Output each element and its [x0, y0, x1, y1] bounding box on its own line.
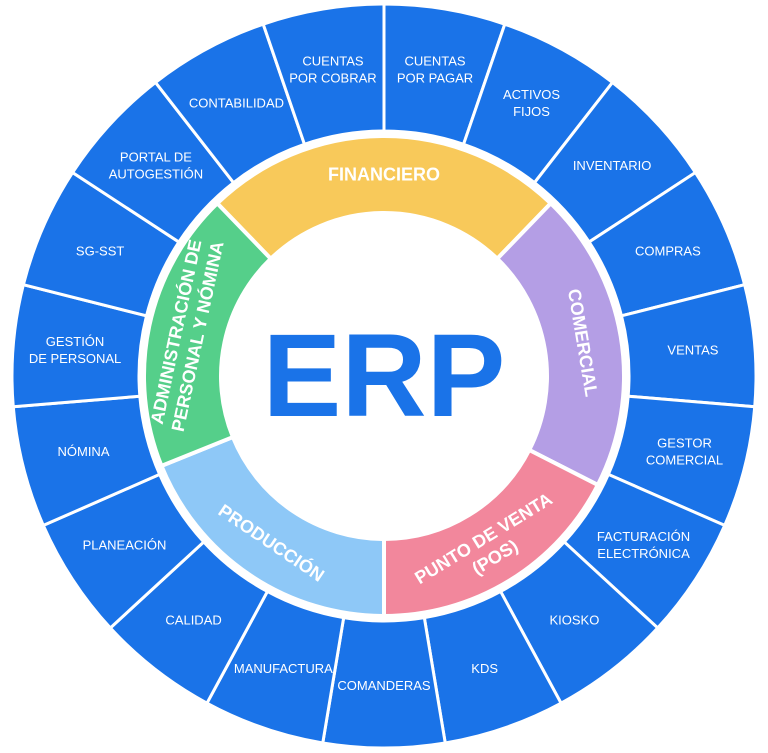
outer-label-line: CUENTAS — [302, 54, 363, 69]
outer-label-line: DE PERSONAL — [29, 351, 121, 366]
outer-label-line: COMANDERAS — [337, 678, 431, 693]
outer-label-line: PLANEACIÓN — [83, 538, 167, 553]
center-title: ERP — [263, 310, 506, 442]
outer-label-line: ELECTRÓNICA — [597, 546, 690, 561]
outer-label-comanderas: COMANDERAS — [337, 678, 431, 693]
outer-label-kiosko: KIOSKO — [549, 613, 599, 628]
outer-label-portal-de-autogestion: PORTAL DE AUTOGESTIÓN — [109, 150, 203, 182]
outer-label-line: AUTOGESTIÓN — [109, 167, 203, 182]
outer-label-facturacion-electronica: FACTURACIÓN ELECTRÓNICA — [597, 529, 690, 561]
outer-label-sg-sst: SG-SST — [76, 243, 124, 258]
outer-label-line: CONTABILIDAD — [189, 95, 284, 110]
outer-label-line: NÓMINA — [57, 444, 109, 459]
outer-label-line: MANUFACTURA — [234, 661, 333, 676]
outer-label-line: VENTAS — [667, 342, 718, 357]
outer-label-line: ACTIVOS — [503, 87, 560, 102]
outer-label-compras: COMPRAS — [635, 243, 701, 258]
outer-label-line: FACTURACIÓN — [597, 529, 690, 544]
outer-label-inventario: INVENTARIO — [573, 158, 652, 173]
outer-label-line: COMERCIAL — [646, 453, 723, 468]
outer-ring: CUENTAS POR PAGAR ACTIVOS FIJOS INVENTARIO CO… — [10, 2, 758, 750]
outer-label-nomina: NÓMINA — [57, 444, 109, 459]
outer-label-line: SG-SST — [76, 243, 124, 258]
inner-label-line: FINANCIERO — [328, 165, 440, 185]
outer-label-cuentas-por-cobrar: CUENTAS POR COBRAR — [289, 54, 376, 86]
outer-label-line: PORTAL DE — [120, 150, 192, 165]
outer-label-line: GESTOR — [657, 436, 712, 451]
outer-label-ventas: VENTAS — [667, 342, 718, 357]
outer-label-line: INVENTARIO — [573, 158, 652, 173]
outer-label-activos-fijos: ACTIVOS FIJOS — [503, 87, 560, 119]
inner-label-financiero: FINANCIERO — [328, 165, 440, 185]
outer-label-manufactura: MANUFACTURA — [234, 661, 333, 676]
outer-label-planeacion: PLANEACIÓN — [83, 538, 167, 553]
outer-segment-cuentas-por-cobrar — [261, 2, 386, 147]
outer-label-line: GESTIÓN — [46, 334, 105, 349]
outer-label-contabilidad: CONTABILIDAD — [189, 95, 284, 110]
outer-label-line: POR COBRAR — [289, 71, 376, 86]
outer-label-gestor-comercial: GESTOR COMERCIAL — [646, 436, 723, 468]
outer-label-line: CUENTAS — [404, 54, 465, 69]
center-circle — [221, 213, 547, 539]
outer-label-line: FIJOS — [513, 104, 550, 119]
outer-label-line: POR PAGAR — [397, 71, 473, 86]
outer-label-cuentas-por-pagar: CUENTAS POR PAGAR — [397, 54, 473, 86]
outer-label-line: COMPRAS — [635, 243, 701, 258]
outer-label-line: KDS — [471, 661, 498, 676]
outer-label-line: CALIDAD — [165, 613, 221, 628]
outer-label-kds: KDS — [471, 661, 498, 676]
outer-label-line: KIOSKO — [549, 613, 599, 628]
outer-label-calidad: CALIDAD — [165, 613, 221, 628]
outer-label-gestion-de-personal: GESTIÓN DE PERSONAL — [29, 334, 121, 366]
